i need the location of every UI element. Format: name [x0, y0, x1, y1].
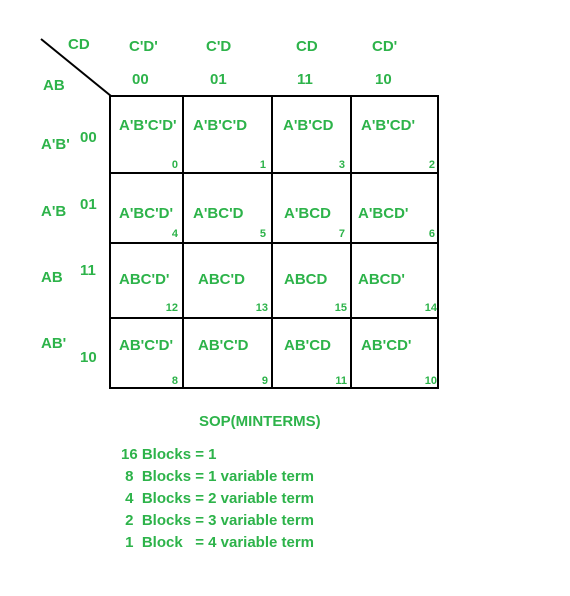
cell-index: 1: [259, 159, 266, 171]
row-code-0: 00: [80, 129, 97, 146]
cell-index: 13: [255, 302, 268, 314]
cell-term: ABC'D': [119, 271, 170, 288]
column-term-2: CD: [296, 38, 318, 55]
cell-term: A'BCD': [358, 205, 409, 222]
cell-term: AB'C'D: [198, 337, 249, 354]
cell-term: A'BCD: [284, 205, 331, 222]
row-code-2: 11: [80, 262, 96, 279]
cell-index: 11: [335, 375, 347, 387]
grid-divider: [111, 317, 437, 319]
grid-divider: [111, 242, 437, 244]
row-code-1: 01: [80, 196, 97, 213]
cell-term: A'B'C'D: [193, 117, 248, 134]
cell-index: 6: [428, 228, 435, 240]
legend-line: 8 Blocks = 1 variable term: [121, 468, 315, 485]
legend-line: 16 Blocks = 1: [121, 446, 217, 463]
column-code-1: 01: [210, 71, 227, 88]
cell-term: A'B'CD': [361, 117, 416, 134]
legend-title: SOP(MINTERMS): [199, 413, 321, 430]
column-code-0: 00: [132, 71, 149, 88]
cell-index: 0: [171, 159, 178, 171]
cell-index: 12: [165, 302, 178, 314]
column-term-1: C'D: [206, 38, 232, 55]
cell-term: A'B'CD: [283, 117, 334, 134]
grid-divider: [111, 172, 437, 174]
cell-term: ABCD: [284, 271, 328, 288]
cell-term: AB'C'D': [119, 337, 174, 354]
kmap-grid: [109, 95, 439, 389]
cell-index: 14: [424, 302, 437, 314]
cell-index: 9: [261, 375, 268, 387]
cell-index: 15: [334, 302, 347, 314]
legend-line: 4 Blocks = 2 variable term: [121, 490, 315, 507]
corner-cd-label: CD: [68, 36, 90, 53]
legend-line: 1 Block = 4 variable term: [121, 534, 315, 551]
column-code-2: 11: [297, 71, 313, 88]
cell-index: 7: [338, 228, 345, 240]
cell-term: ABCD': [358, 271, 405, 288]
cell-term: ABC'D: [198, 271, 245, 288]
corner-ab-label: AB: [43, 77, 65, 94]
cell-index: 2: [428, 159, 435, 171]
cell-term: AB'CD: [284, 337, 331, 354]
column-code-3: 10: [375, 71, 392, 88]
cell-index: 8: [171, 375, 178, 387]
column-term-0: C'D': [129, 38, 158, 55]
row-code-3: 10: [80, 349, 97, 366]
column-term-3: CD': [372, 38, 398, 55]
row-term-1: A'B: [41, 203, 67, 220]
cell-index: 5: [259, 228, 266, 240]
cell-index: 3: [338, 159, 345, 171]
cell-term: A'B'C'D': [119, 117, 177, 134]
legend-line: 2 Blocks = 3 variable term: [121, 512, 315, 529]
cell-term: AB'CD': [361, 337, 412, 354]
row-term-2: AB: [41, 269, 63, 286]
cell-index: 4: [171, 228, 178, 240]
cell-term: A'BC'D': [119, 205, 174, 222]
cell-index: 10: [424, 375, 437, 387]
cell-term: A'BC'D: [193, 205, 244, 222]
row-term-0: A'B': [41, 136, 70, 153]
row-term-3: AB': [41, 335, 67, 352]
